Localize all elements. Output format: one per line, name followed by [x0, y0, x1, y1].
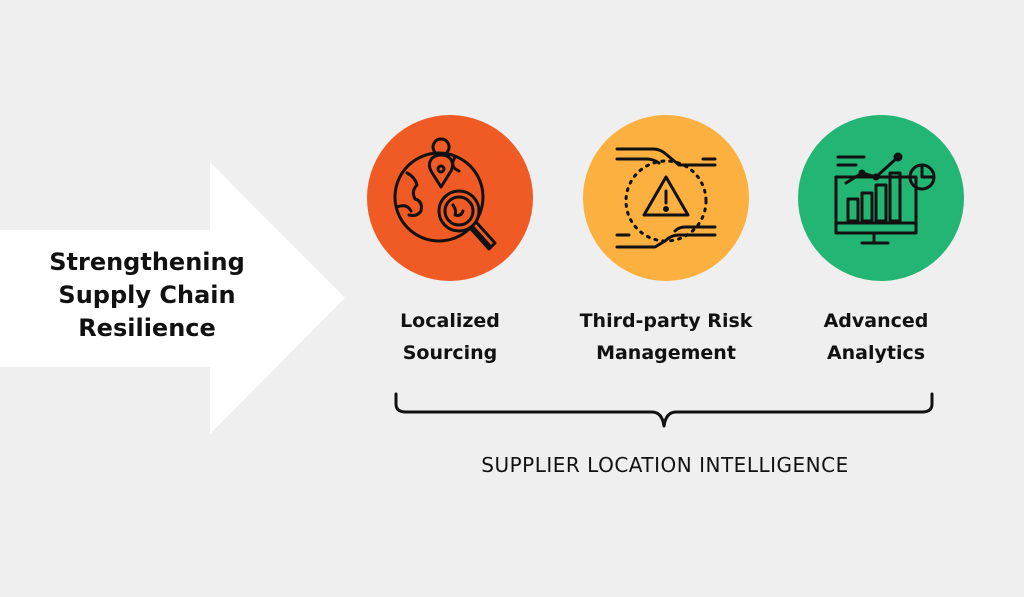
footer-label: SUPPLIER LOCATION INTELLIGENCE	[481, 453, 849, 477]
headline-line-3: Resilience	[78, 314, 216, 342]
advanced-analytics-circle	[798, 115, 964, 281]
arrow-shape	[0, 162, 345, 434]
third-party-risk-circle	[583, 115, 749, 281]
pillar-label-line: Analytics	[826, 342, 926, 364]
pillar-label-advanced-analytics: Advanced Analytics	[786, 305, 966, 369]
localized-sourcing-circle	[367, 115, 533, 281]
headline-line-2: Supply Chain	[58, 281, 236, 309]
pillar-label-third-party-risk: Third-party Risk Management	[560, 305, 772, 369]
risk-hands-icon	[615, 147, 717, 249]
pillar-label-localized-sourcing: Localized Sourcing	[360, 305, 540, 369]
analytics-monitor-icon	[834, 152, 936, 245]
pillar-label-line: Localized	[400, 310, 500, 332]
pillar-label-line: Sourcing	[402, 342, 498, 364]
headline-line-1: Strengthening	[49, 248, 245, 276]
pillar-label-line: Third-party Risk	[579, 310, 753, 332]
globe-search-icon	[393, 137, 497, 251]
headline: Strengthening Supply Chain Resilience	[22, 246, 272, 345]
pillar-label-line: Management	[596, 342, 736, 364]
pillar-label-line: Advanced	[823, 310, 929, 332]
grouping-brace	[394, 392, 934, 428]
